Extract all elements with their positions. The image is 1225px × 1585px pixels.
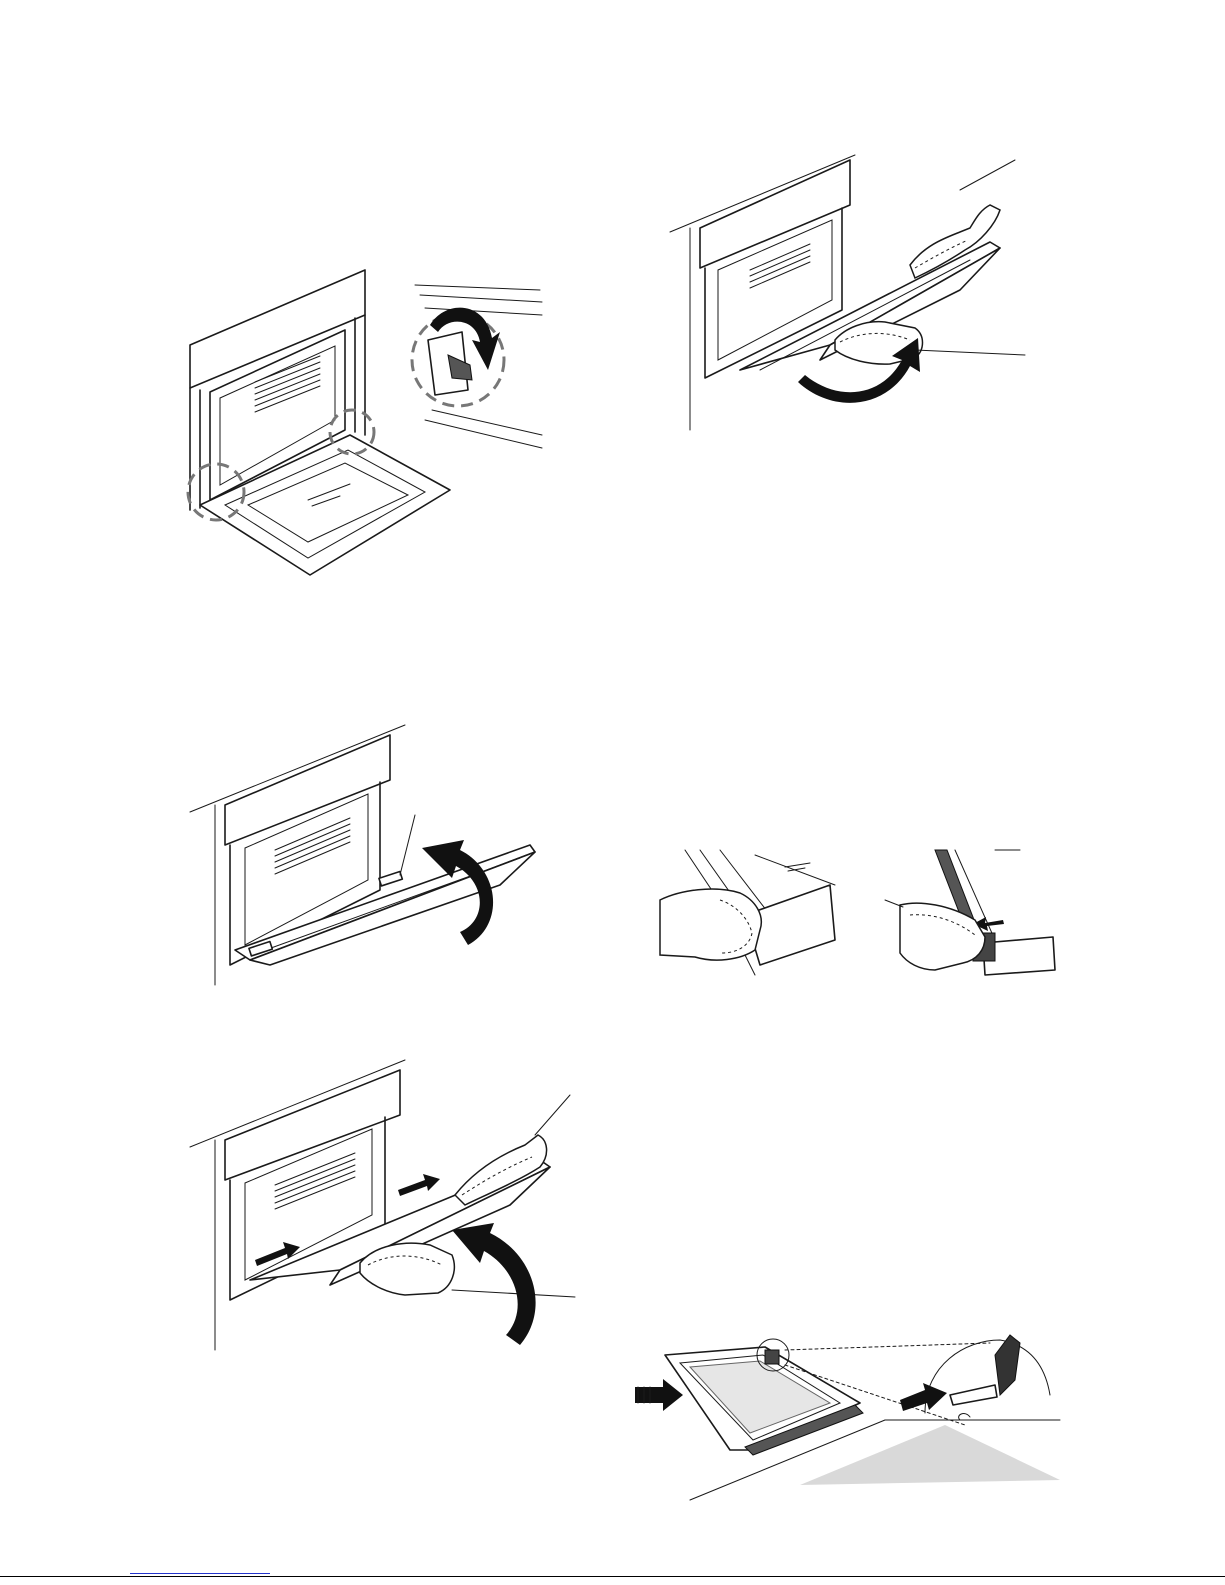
figure-glass-insert — [635, 1325, 1075, 1505]
glove-hand-icon — [360, 1243, 454, 1295]
figure-lift-door — [670, 150, 1040, 440]
figure-pull-door — [190, 1055, 580, 1355]
curved-arrow-icon — [452, 1223, 536, 1345]
straight-arrow-icon — [398, 1174, 440, 1196]
glove-hand-icon — [660, 889, 761, 960]
footer-rule — [0, 1576, 1225, 1577]
figure-glass-grip — [660, 845, 840, 980]
figure-close-door — [190, 720, 550, 990]
straight-arrow-icon — [635, 1379, 683, 1411]
figure-hinges — [180, 260, 550, 590]
straight-arrow-icon — [900, 1383, 947, 1411]
footer-link-underline[interactable] — [130, 1573, 270, 1574]
glove-hand-icon — [900, 903, 985, 970]
figure-glass-clip — [885, 845, 1060, 980]
